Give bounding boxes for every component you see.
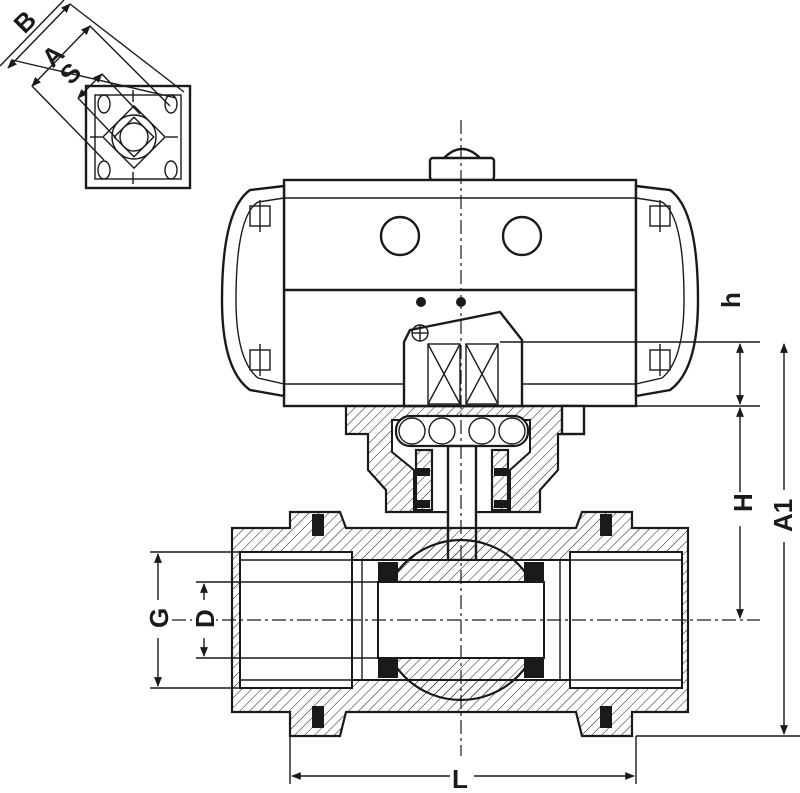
- actuator: [220, 147, 700, 408]
- dimension-L: L: [289, 736, 637, 793]
- dimension-D: D: [190, 581, 378, 659]
- label-L: L: [452, 764, 468, 793]
- center-lines: [172, 120, 760, 793]
- dimension-G: G: [144, 551, 240, 689]
- label-G: G: [144, 608, 174, 628]
- valve-body: [230, 510, 690, 738]
- label-A1: A1: [768, 499, 798, 532]
- dimension-A1: A1: [636, 343, 800, 737]
- dimension-h: h: [500, 292, 760, 407]
- label-D: D: [190, 609, 220, 628]
- label-B: B: [8, 4, 42, 38]
- top-view-flange: [84, 84, 192, 190]
- label-h: h: [716, 292, 746, 308]
- label-H: H: [728, 493, 758, 512]
- dimension-H: H: [728, 407, 758, 619]
